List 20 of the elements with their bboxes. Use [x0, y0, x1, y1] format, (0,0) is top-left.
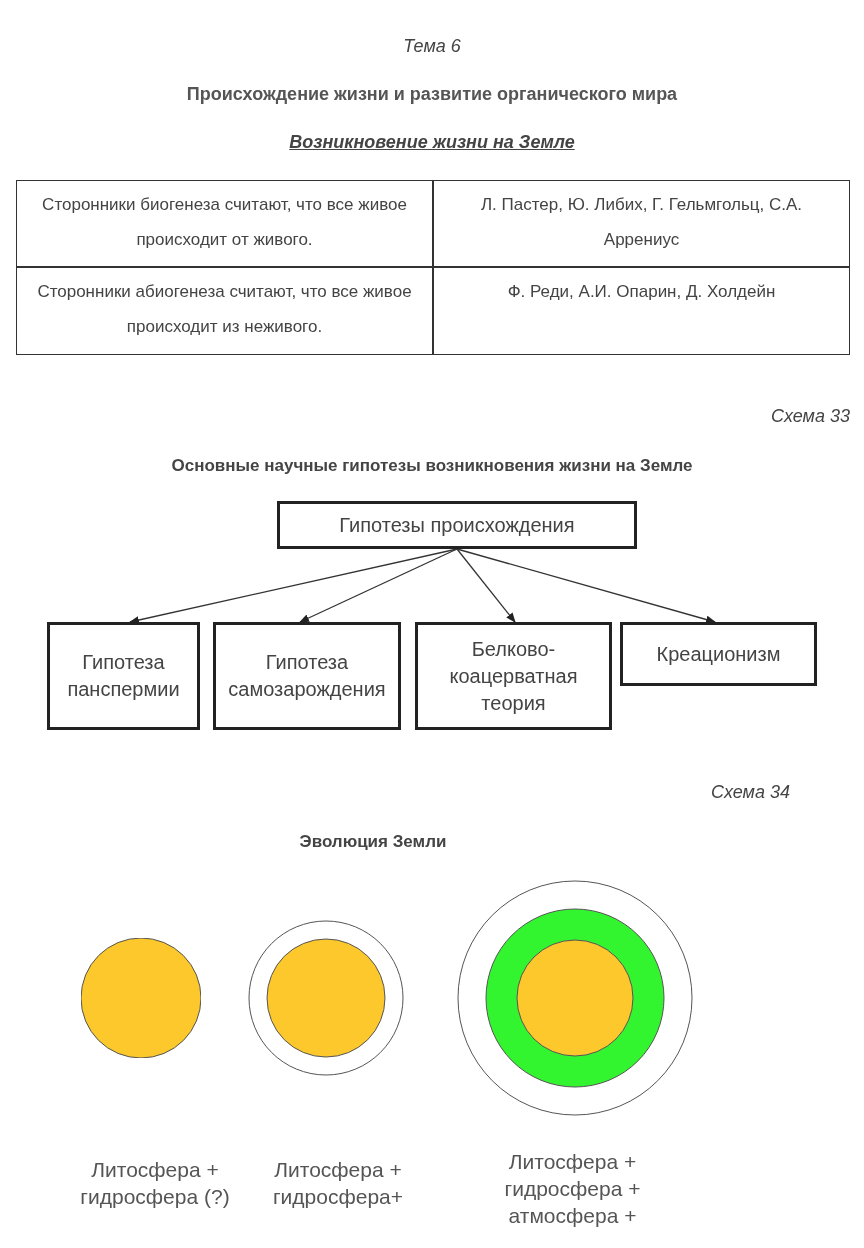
hypothesis-box: Гипотеза панспермии: [47, 622, 200, 730]
scheme-heading: Основные научные гипотезы возникновения жизни на Земле: [170, 456, 694, 476]
topic-label: Тема 6: [402, 36, 462, 57]
sphere-list: Литосфера + гидросфера + атмосфера +: [480, 1148, 665, 1229]
arrow: [456, 548, 516, 623]
arrow: [456, 548, 716, 624]
hypothesis-box: Гипотеза самозарождения: [213, 622, 401, 730]
table-cell: Сторонники абиогенеза считают, что все живое происходит из неживого.: [16, 267, 433, 355]
table-cell: Л. Пастер, Ю. Либих, Г. Гельмгольц, С.А. Аррениус: [433, 180, 850, 267]
scheme-number: Схема 34: [711, 782, 790, 803]
scheme-heading: Эволюция Земли: [298, 832, 448, 852]
hypothesis-box: Креационизм: [620, 622, 817, 686]
scheme-number: Схема 33: [771, 406, 850, 427]
table-cell: Ф. Реди, А.И. Опарин, Д. Холдейн: [433, 267, 850, 355]
heading: Происхождение жизни и развитие органического мира: [185, 84, 679, 105]
subheading: Возникновение жизни на Земле: [288, 132, 576, 153]
root-box: Гипотезы происхождения: [277, 501, 637, 549]
arrow: [299, 548, 458, 623]
hypothesis-box: Белково-коацерватная теория: [415, 622, 612, 730]
table-cell: Сторонники биогенеза считают, что все живое происходит от живого.: [16, 180, 433, 267]
